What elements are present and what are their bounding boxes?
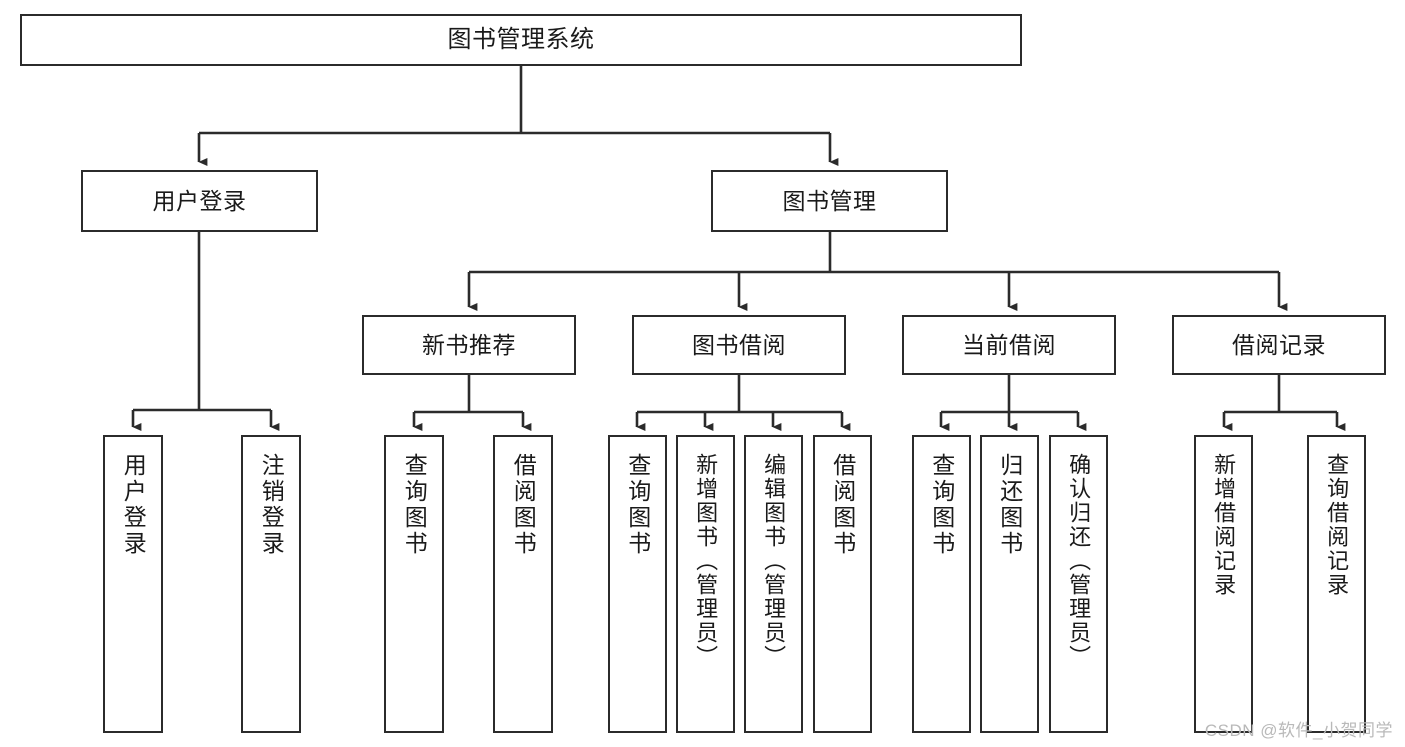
node-label: 查询图书 [928,453,955,557]
node-book-management[interactable]: 图书管理 [711,170,948,232]
leaf-borrow-record-add[interactable]: 新增借阅记录 [1194,435,1253,733]
node-user-login[interactable]: 用户登录 [81,170,318,232]
node-label: 查询借阅记录 [1324,453,1350,597]
node-label: 注销登录 [258,453,285,557]
node-label: 查询图书 [401,453,428,557]
leaf-new-book-query[interactable]: 查询图书 [384,435,444,733]
node-label: 新增借阅记录 [1211,453,1237,597]
leaf-current-borrow-return[interactable]: 归还图书 [980,435,1039,733]
leaf-user-login-login[interactable]: 用户登录 [103,435,163,733]
node-label: 归还图书 [996,453,1023,557]
node-new-book-recommend[interactable]: 新书推荐 [362,315,576,375]
node-label: 用户登录 [120,453,147,557]
node-borrow-record[interactable]: 借阅记录 [1172,315,1386,375]
node-label: 查询图书 [624,453,651,557]
csdn-watermark: CSDN @软件_小贺同学 [1204,721,1393,740]
node-root-book-management-system[interactable]: 图书管理系统 [20,14,1022,66]
node-label: 图书管理系统 [447,26,595,53]
leaf-current-borrow-query[interactable]: 查询图书 [912,435,971,733]
node-label: 编辑图书（管理员） [761,453,787,669]
node-label: 新书推荐 [422,331,516,358]
leaf-current-borrow-confirm-return[interactable]: 确认归还（管理员） [1049,435,1108,733]
node-label: 图书管理 [782,187,877,214]
node-label: 图书借阅 [692,331,786,358]
node-label: 确认归还（管理员） [1066,453,1092,669]
node-label: 用户登录 [152,187,247,214]
leaf-user-login-logout[interactable]: 注销登录 [241,435,301,733]
leaf-book-borrow-add[interactable]: 新增图书（管理员） [676,435,735,733]
leaf-new-book-borrow[interactable]: 借阅图书 [493,435,553,733]
leaf-book-borrow-edit[interactable]: 编辑图书（管理员） [744,435,803,733]
node-label: 借阅记录 [1232,331,1326,358]
leaf-book-borrow-borrow[interactable]: 借阅图书 [813,435,872,733]
node-label: 借阅图书 [510,453,537,557]
node-book-borrow[interactable]: 图书借阅 [632,315,846,375]
node-label: 当前借阅 [962,331,1056,358]
node-label: 借阅图书 [829,453,856,557]
leaf-borrow-record-query[interactable]: 查询借阅记录 [1307,435,1366,733]
leaf-book-borrow-query[interactable]: 查询图书 [608,435,667,733]
node-current-borrow[interactable]: 当前借阅 [902,315,1116,375]
node-label: 新增图书（管理员） [693,453,719,669]
